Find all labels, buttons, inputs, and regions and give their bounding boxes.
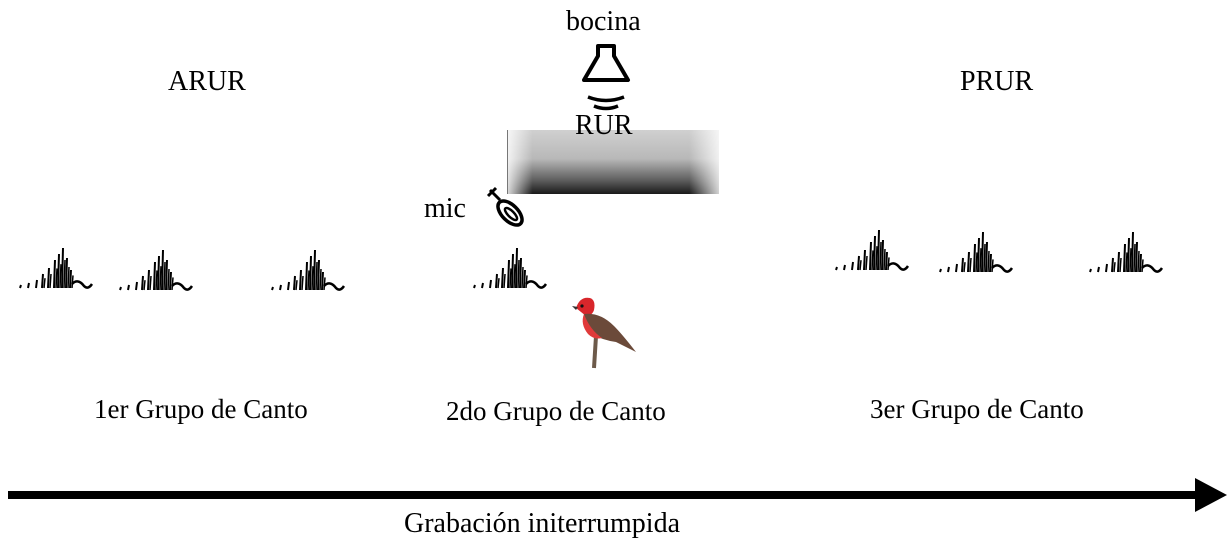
song-phrase xyxy=(1089,231,1164,273)
playback-spectrogram xyxy=(507,130,719,194)
mic-label: mic xyxy=(424,193,466,224)
speaker-horn-icon xyxy=(582,44,630,111)
song-phrase xyxy=(473,247,548,289)
song-phrase xyxy=(19,247,94,289)
timeline-arrow xyxy=(8,478,1227,512)
song-phrase xyxy=(271,249,346,291)
phase-label-after: PRUR xyxy=(960,66,1034,97)
song-phrase xyxy=(119,249,194,291)
song-spectrograms xyxy=(19,230,1164,291)
group-label-1: 1er Grupo de Canto xyxy=(94,394,308,424)
microphone-icon xyxy=(486,186,524,227)
song-phrase xyxy=(939,231,1014,273)
speaker-label: bocina xyxy=(566,6,641,37)
group-label-2: 2do Grupo de Canto xyxy=(446,396,666,426)
group-label-3: 3er Grupo de Canto xyxy=(870,394,1084,424)
playback-label: RUR xyxy=(575,110,633,141)
vermilion-flycatcher-bird xyxy=(572,297,636,369)
timeline-label: Grabación initerrumpida xyxy=(404,508,681,539)
song-phrase xyxy=(835,230,910,271)
phase-label-before: ARUR xyxy=(168,66,246,97)
